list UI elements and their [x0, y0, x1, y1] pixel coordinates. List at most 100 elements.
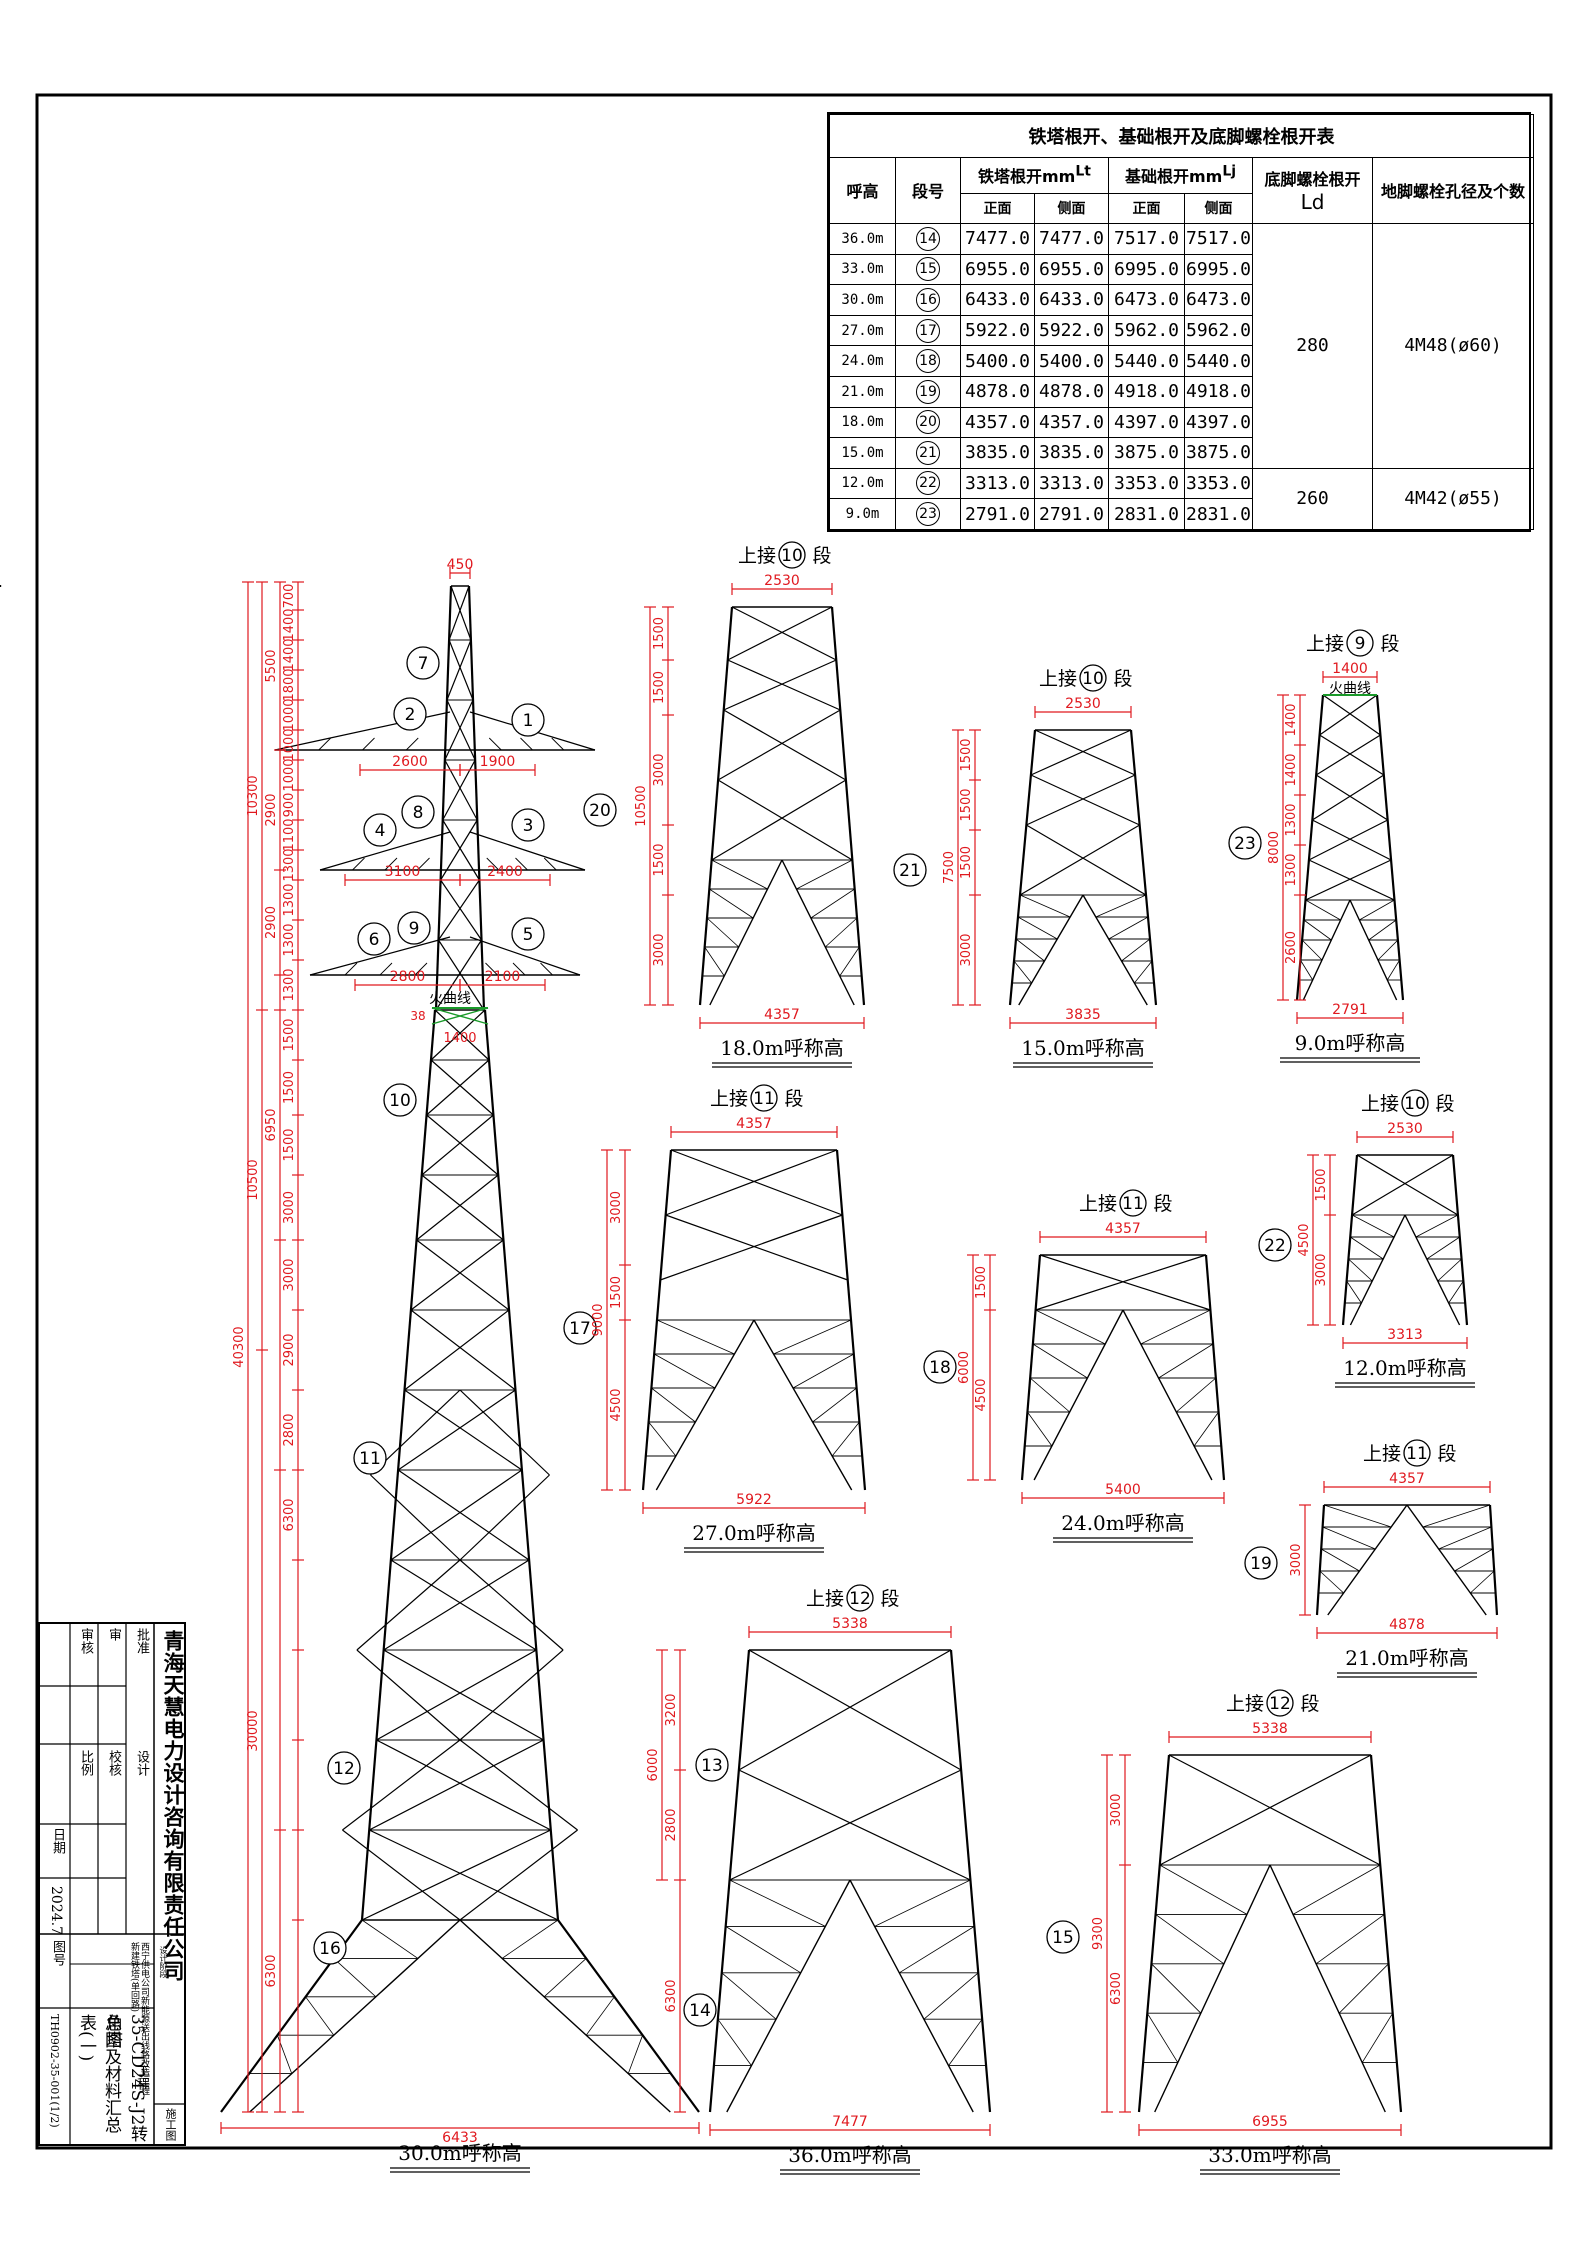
leg	[360, 1009, 437, 1921]
dim-text: 450	[447, 557, 474, 573]
dim-text: 2100	[485, 969, 521, 985]
brace	[660, 1214, 843, 1281]
arm-brace	[379, 962, 393, 976]
top-label: 上接	[710, 1088, 748, 1110]
row-segment: 16	[895, 284, 961, 316]
v-brace	[1302, 899, 1351, 1001]
sub-diagonal	[717, 2018, 752, 2066]
sub-diagonal	[1359, 899, 1395, 921]
dim-text: 4500	[1297, 1223, 1312, 1256]
sub-diagonal	[1351, 1214, 1395, 1238]
col-found-spread: 基础根开mmLj	[1108, 157, 1253, 194]
dim-text: 1500	[282, 1128, 297, 1161]
row-found-front: 4397.0	[1108, 406, 1185, 439]
row-segment: 21	[895, 437, 961, 469]
segment-number: 17	[569, 1319, 591, 1339]
bolt-spread-group1: 280	[1252, 222, 1373, 469]
caption: 15.0m呼称高	[1021, 1036, 1145, 1060]
cross-arm-top	[309, 936, 451, 976]
dim-text: 1500	[959, 738, 974, 771]
brace	[723, 709, 847, 781]
brace	[440, 819, 478, 881]
leg	[467, 585, 486, 1011]
top-label-suffix: 段	[784, 1088, 803, 1110]
dim-text: 4878	[1389, 1617, 1425, 1633]
arm-brace	[362, 737, 375, 751]
brace	[446, 699, 476, 761]
sub-diagonal	[796, 859, 853, 890]
dim-text: 6955	[1252, 2114, 1288, 2130]
col-front: 正面	[960, 192, 1035, 224]
dim-text: 2530	[1387, 1121, 1423, 1137]
sub-diagonal	[839, 946, 860, 977]
leg	[1204, 1254, 1226, 1481]
segment-number: 9	[1355, 634, 1366, 654]
segment-circle	[683, 1993, 717, 2027]
row-tower-side: 3313.0	[1034, 467, 1109, 500]
brace	[1308, 819, 1388, 861]
sub-diagonal	[1019, 894, 1071, 918]
row-tower-front: 2791.0	[960, 498, 1035, 530]
row-tower-side: 6433.0	[1034, 284, 1109, 316]
v-brace	[1404, 1214, 1461, 1326]
segment-circle	[353, 1441, 387, 1475]
row-tower-front: 4878.0	[960, 375, 1035, 408]
date-value: 2024.7	[48, 1886, 64, 1935]
segment-number: 18	[929, 1358, 951, 1378]
dim-text: 1400	[1332, 661, 1368, 677]
arm-brace	[318, 737, 332, 751]
col-bolt-spec: 地脚螺栓孔径及个数	[1372, 157, 1534, 224]
segment-number: 12	[333, 1759, 355, 1779]
caption: 30.0m呼称高	[398, 2141, 522, 2165]
leg	[1375, 694, 1405, 1001]
dim-text: 1400	[282, 638, 297, 671]
segment-number: 22	[1264, 1236, 1286, 1256]
arm-brace	[488, 737, 502, 751]
segment-circle	[363, 813, 397, 847]
dim-text: 4357	[1389, 1471, 1425, 1487]
dim-text: 1500	[652, 843, 667, 876]
row-height: 15.0m	[829, 437, 896, 469]
table-title: 铁塔根开、基础根开及底脚螺栓根开表	[829, 114, 1534, 158]
arm-brace	[520, 737, 533, 751]
caption: 24.0m呼称高	[1061, 1511, 1185, 1535]
segment-circle	[1266, 1689, 1294, 1717]
brace	[731, 606, 837, 661]
sub-diagonal	[1193, 1411, 1219, 1447]
dim-text: 6300	[664, 1979, 679, 2012]
company-name: 青海天慧电力设计咨询有限责任公司	[161, 1630, 186, 1982]
segment-circle: 14	[916, 226, 940, 251]
segment-circle	[923, 1350, 957, 1384]
sub-diagonal	[1303, 919, 1332, 941]
v-brace	[849, 1879, 974, 2113]
sub-diagonal	[704, 946, 725, 977]
row-height: 21.0m	[829, 375, 896, 408]
drawing-title: 35-CD24S-J2转角塔	[102, 2014, 147, 2143]
sub-diagonal	[812, 1387, 857, 1423]
segment-number: 10	[1404, 1094, 1426, 1114]
row-tower-side: 7477.0	[1034, 222, 1109, 255]
arm-brace	[543, 857, 557, 871]
brace	[390, 1469, 523, 1561]
dim-text: 1500	[959, 846, 974, 879]
sub-diagonal	[333, 1958, 377, 1998]
segment-circle	[563, 1311, 597, 1345]
col-tower-spread-label: 铁塔根开mm	[978, 167, 1076, 187]
fire-line-label: 火曲线	[429, 991, 471, 1007]
leg	[1008, 729, 1037, 1006]
dim-text: 1500	[609, 1276, 624, 1309]
diamond	[459, 1474, 550, 1561]
row-tower-front: 6433.0	[960, 284, 1035, 316]
dim-text: 2600	[392, 754, 428, 770]
sub-diagonal	[1134, 960, 1153, 984]
sub-diagonal	[1346, 1280, 1362, 1304]
dim-text: 1300	[282, 923, 297, 956]
brace	[448, 585, 470, 641]
sub-diagonal	[1159, 1864, 1248, 1915]
